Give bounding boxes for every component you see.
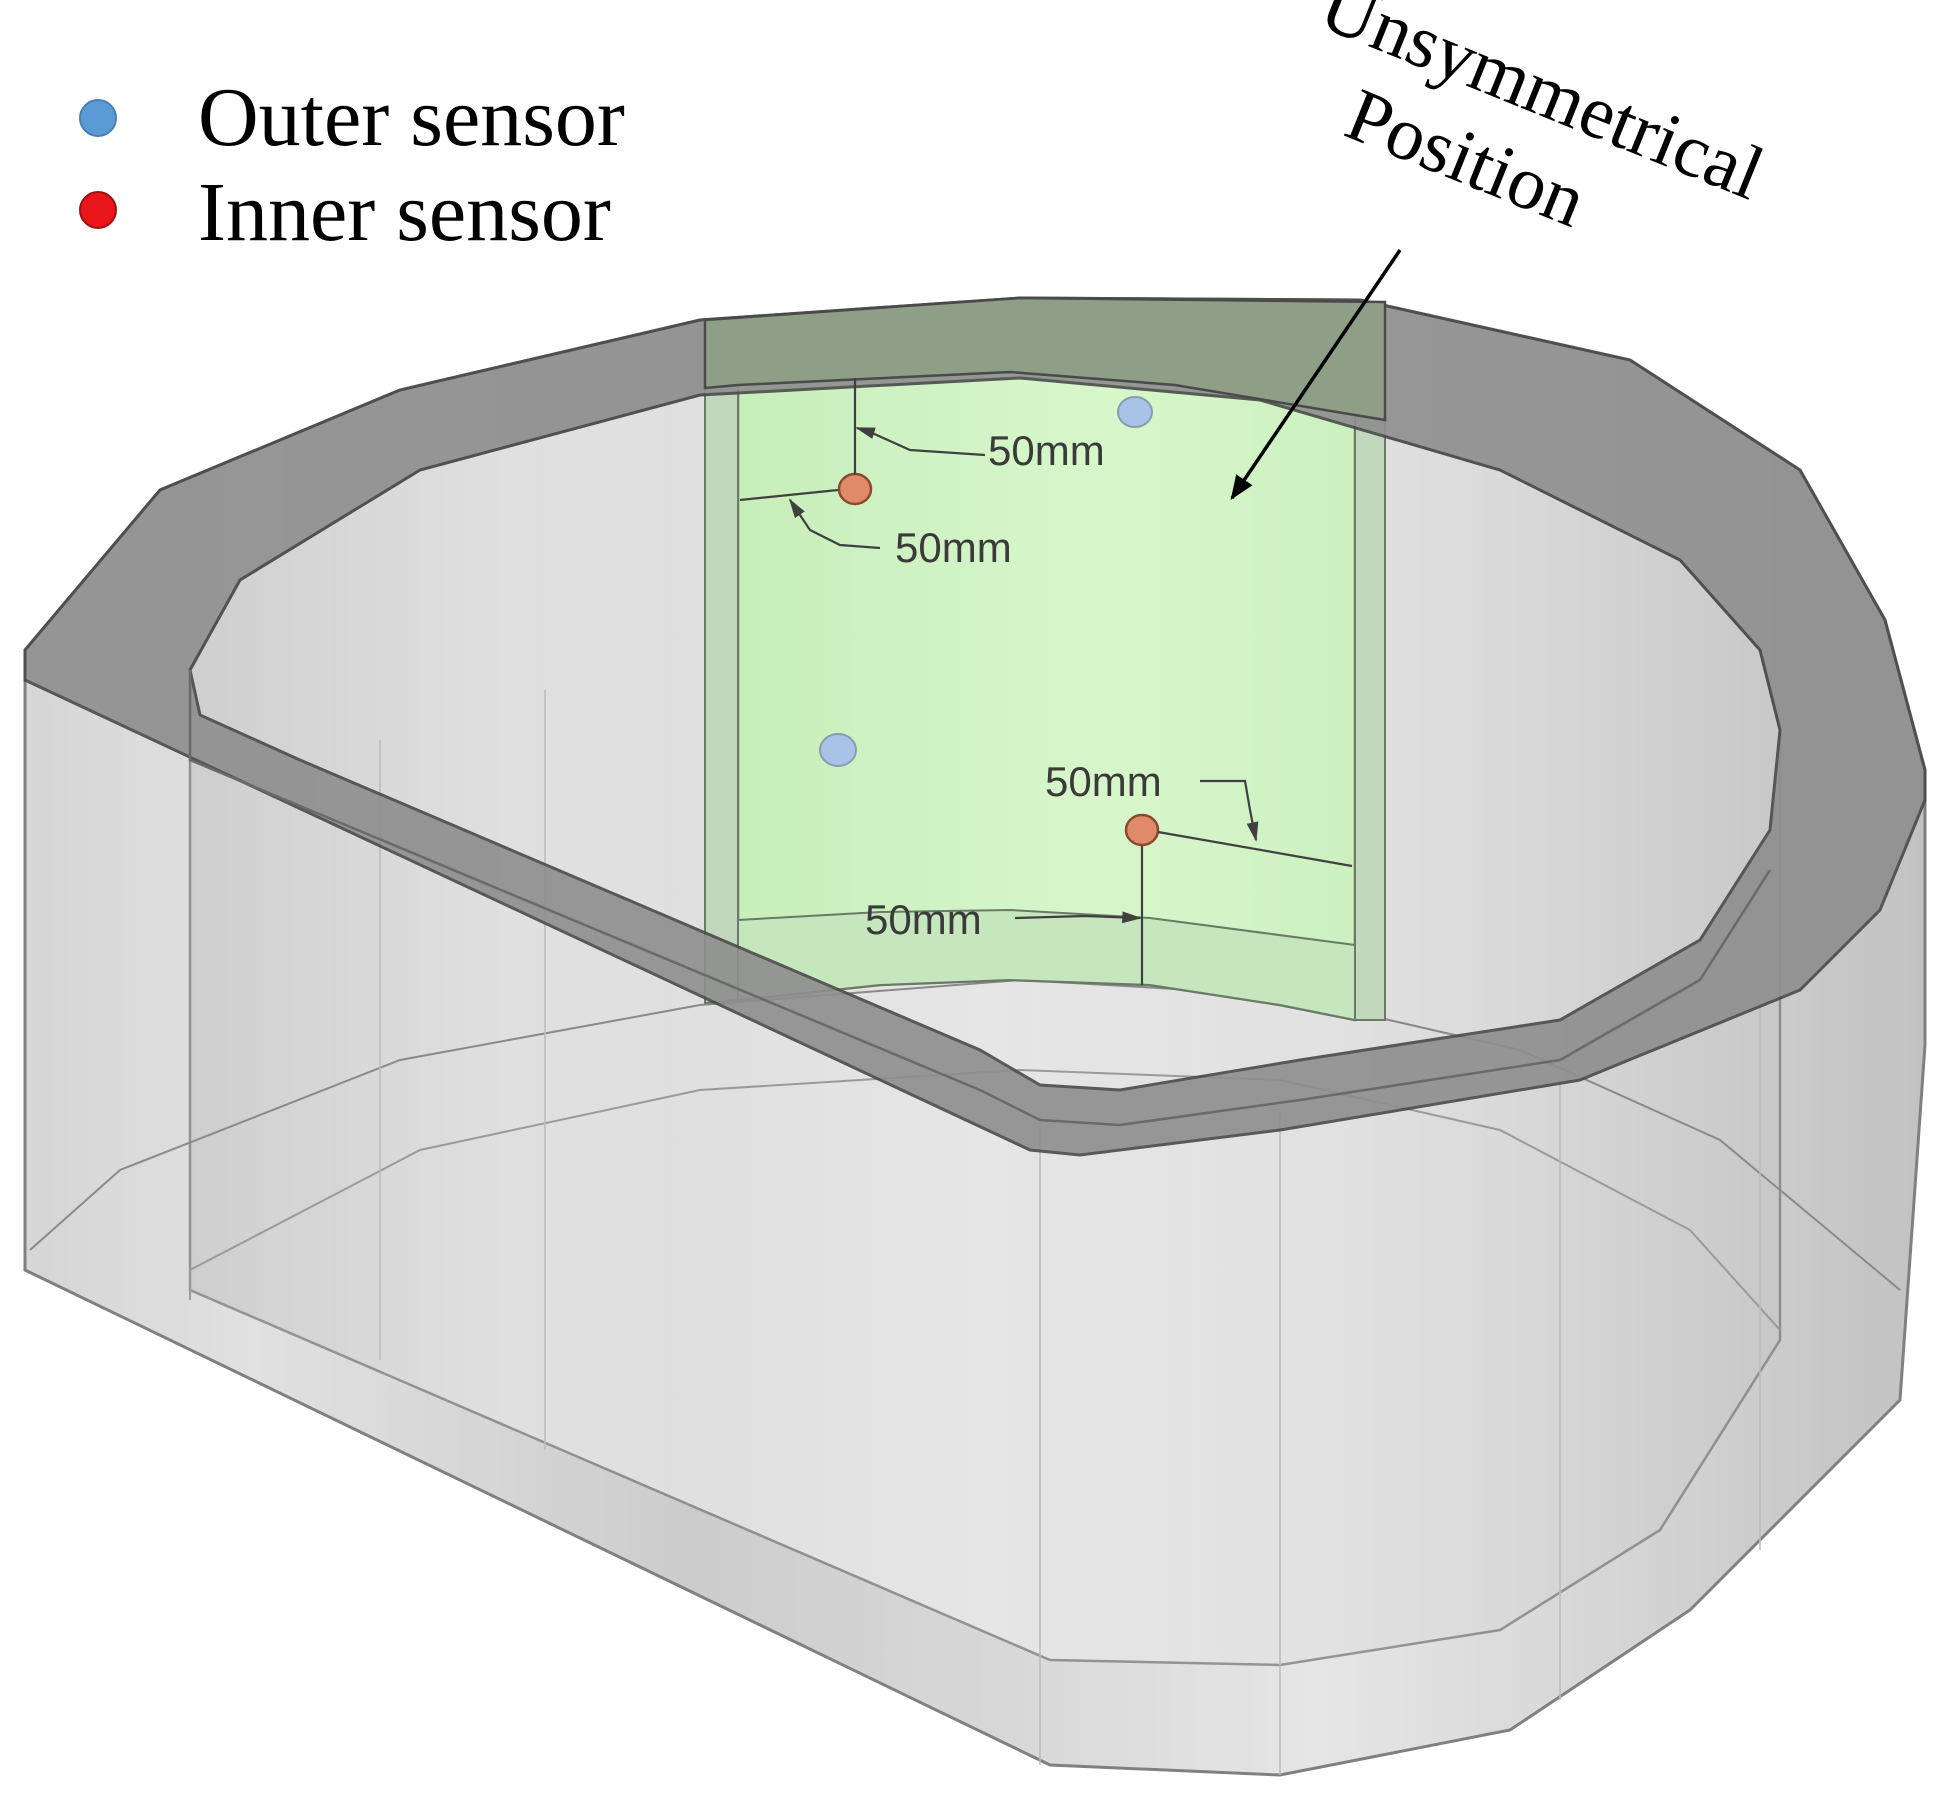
top-rim: [23, 296, 1927, 1157]
dimension-label-top-vertical: 50mm: [988, 427, 1105, 474]
legend-label-outer: Outer sensor: [198, 71, 625, 164]
inner-sensor-dot-icon: [79, 191, 117, 229]
sensors: [819, 396, 1160, 847]
inner-sensor-marker: [1124, 813, 1160, 847]
outer-sensor-marker: [819, 733, 857, 767]
annotation: Unsymmetrical Position: [1309, 0, 1775, 244]
legend-label-inner: Inner sensor: [198, 166, 611, 259]
rim-front-edge: [188, 670, 1772, 1127]
inner-floor-outline-2: [189, 1068, 1781, 1331]
annotation-arrow: [1230, 249, 1402, 501]
dimension-lines: [739, 378, 1353, 985]
legend: Outer sensor Inner sensor: [79, 71, 625, 259]
outer-sensor-marker: [1117, 396, 1153, 428]
sensor-panel-left-edge: [704, 383, 739, 1005]
dimension-label-bottom-vertical: 50mm: [865, 896, 982, 943]
outer-sensor-dot-icon: [79, 99, 117, 137]
sensor-panel-lower-band: [737, 908, 1356, 1022]
dimension-label-bottom-right: 50mm: [1045, 758, 1162, 805]
inner-sensor-marker: [837, 472, 873, 506]
dimension-label-top-horizontal: 50mm: [895, 524, 1012, 571]
sensor-panel-right-edge: [1354, 413, 1386, 1021]
side-stripes: [379, 690, 1761, 1775]
top-rim-panel-section: [703, 296, 1387, 422]
